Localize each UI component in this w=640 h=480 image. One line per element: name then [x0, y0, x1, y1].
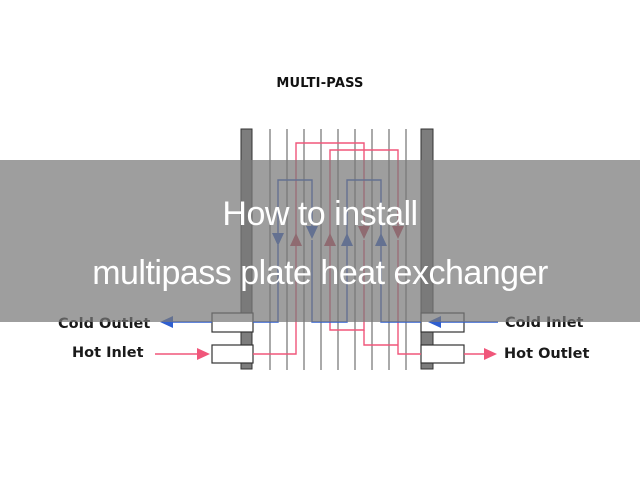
hot-outlet-label: Hot Outlet	[504, 346, 590, 362]
hot-outlet-arrowhead	[484, 348, 497, 360]
banner-line-1: How to install	[222, 195, 418, 233]
hot-outlet-nozzle	[420, 344, 465, 364]
hot-lower-link	[363, 330, 398, 346]
banner-line-2: multipass plate heat exchanger	[92, 254, 548, 292]
hot-inlet-arrowhead	[197, 348, 210, 360]
title-banner: How to install multipass plate heat exch…	[0, 160, 640, 322]
hot-inlet-nozzle	[211, 344, 254, 364]
diagram-title: MULTI-PASS	[276, 76, 364, 91]
hot-inlet-label: Hot Inlet	[72, 345, 144, 361]
port-arrows	[155, 316, 498, 360]
